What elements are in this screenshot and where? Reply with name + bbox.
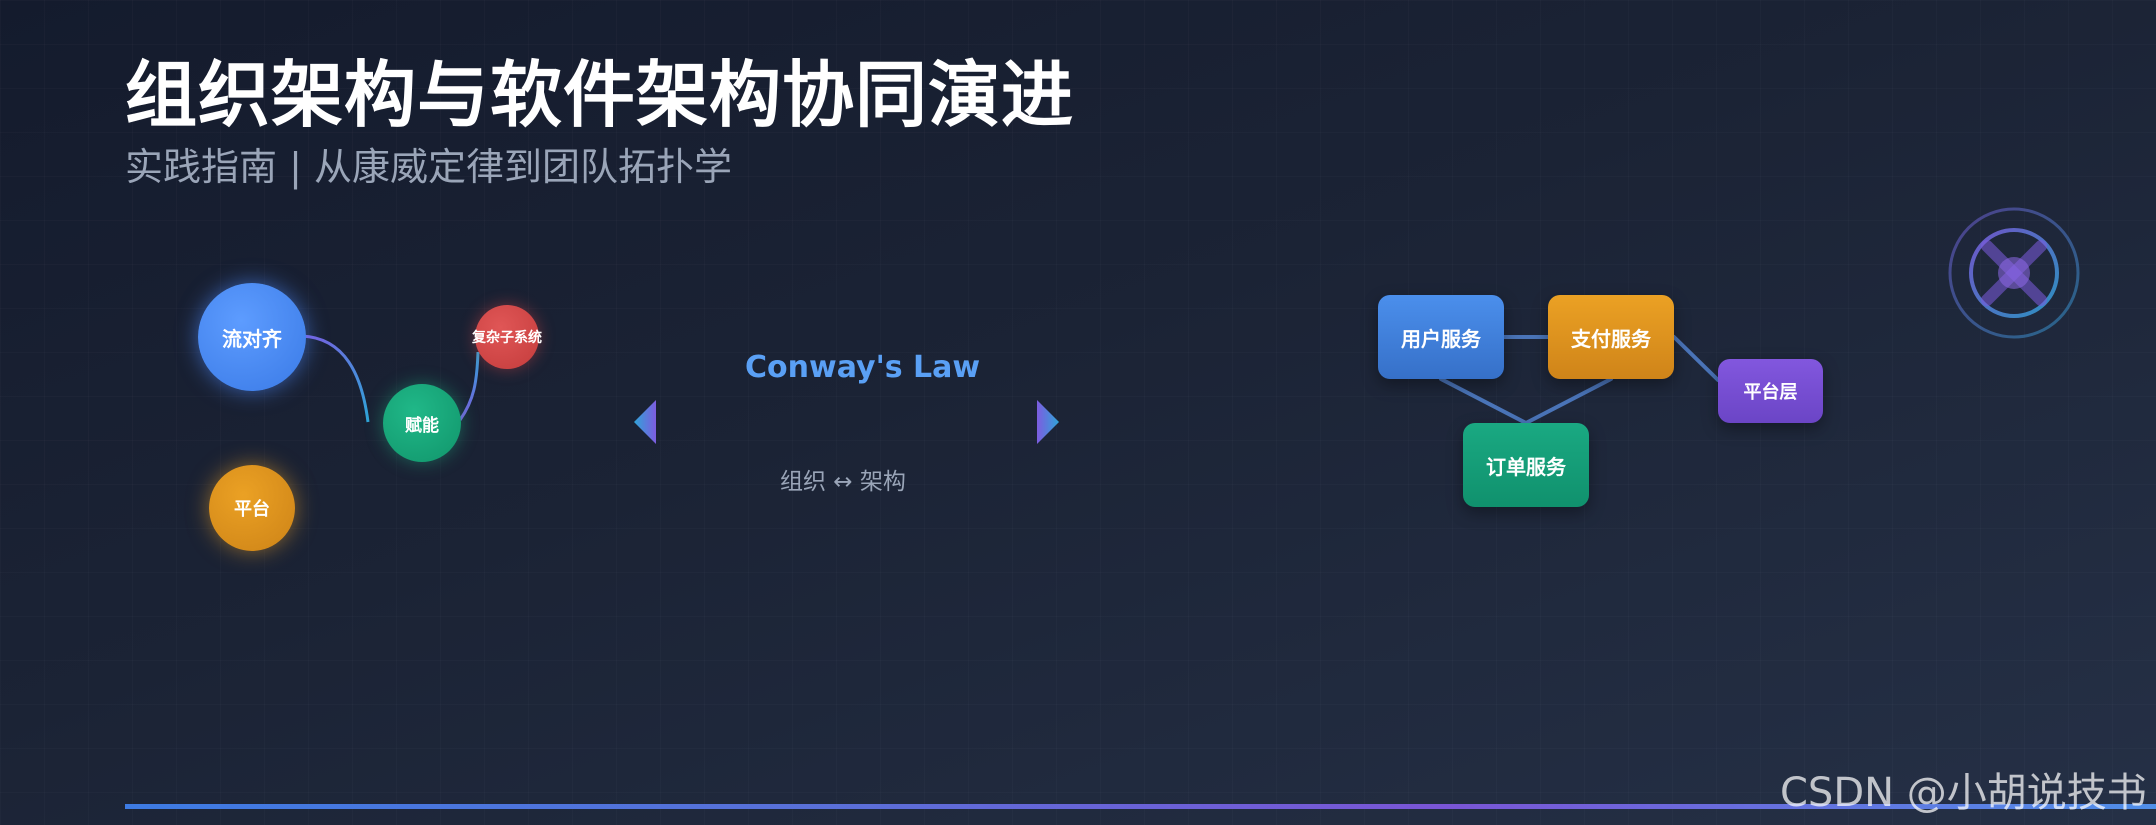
service-node-payment: 支付服务 — [1548, 295, 1674, 379]
edge-pay-platform — [1672, 335, 1720, 382]
edge-pay-order — [1524, 377, 1613, 425]
topology-node-complicated-subsystem: 复杂子系统 — [472, 305, 542, 369]
bottom-accent-bar — [125, 804, 2156, 809]
service-node-platform-layer: 平台层 — [1718, 359, 1823, 423]
conway-law-title: Conway's Law — [745, 350, 981, 385]
topology-node-enabling: 赋能 — [383, 384, 461, 462]
conway-law-subtitle: 组织 ↔ 架构 — [780, 469, 906, 495]
watermark: CSDN @小胡说技书 — [1780, 770, 2147, 816]
page-subtitle: 实践指南 | 从康威定律到团队拓扑学 — [125, 145, 732, 189]
triangle-left-icon — [634, 400, 656, 444]
page-title: 组织架构与软件架构协同演进 — [125, 53, 1075, 137]
triangle-right-icon — [1037, 400, 1059, 444]
topology-node-platform: 平台 — [209, 465, 295, 551]
service-node-order: 订单服务 — [1463, 423, 1589, 507]
edge-user-order — [1439, 377, 1528, 425]
topology-node-stream-aligned: 流对齐 — [198, 283, 306, 391]
service-node-user: 用户服务 — [1378, 295, 1504, 379]
connector-enabling-to-subsystem — [458, 351, 480, 421]
crossed-circle-logo-icon — [1948, 207, 2080, 339]
connector-stream-to-enabling — [301, 334, 370, 423]
